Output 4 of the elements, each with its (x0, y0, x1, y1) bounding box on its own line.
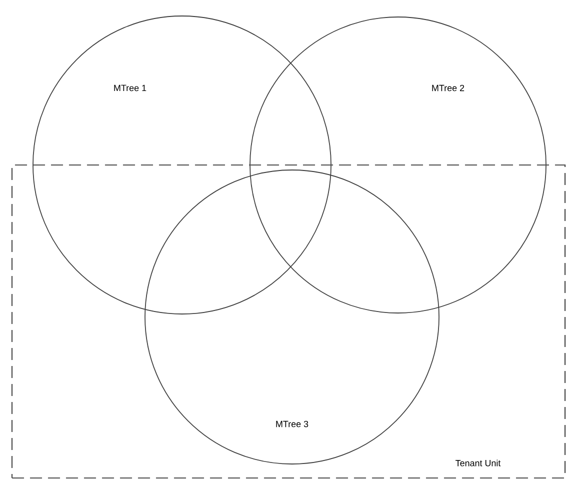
node-label: MTree 3 (276, 420, 308, 428)
node-label: MTree 2 (432, 84, 464, 92)
node-label: MTree 1 (114, 84, 146, 92)
node-label: Tenant Unit (456, 460, 501, 466)
